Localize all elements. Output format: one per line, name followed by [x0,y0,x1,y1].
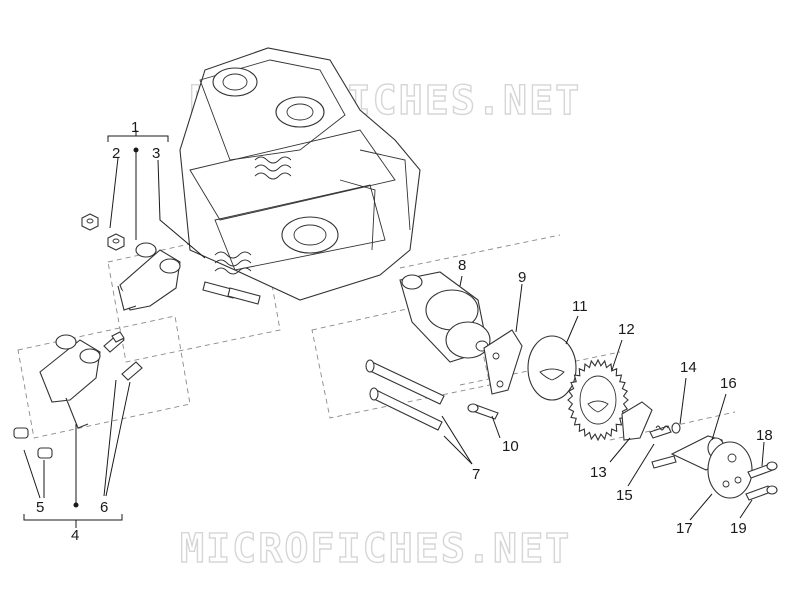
decompressor-weight [621,401,681,441]
callout-12: 12 [618,321,635,338]
callout-3: 3 [152,145,160,162]
callout-labels: 1 2 3 4 5 6 7 8 9 10 11 12 13 14 15 16 1… [36,119,773,544]
leader-lines [23,130,765,528]
watermark-bottom: MICROFICHES.NET [180,526,571,572]
cylinder-head [179,47,421,305]
callout-18: 18 [756,427,773,444]
callout-5: 5 [36,499,44,516]
callout-2: 2 [112,145,120,162]
callout-16: 16 [720,375,737,392]
small-pins [13,331,143,459]
callout-4: 4 [71,527,79,544]
nut-parts [81,213,125,251]
callout-11: 11 [572,298,588,315]
rocker-arm-upper [117,242,181,311]
callout-10: 10 [502,438,519,455]
rocker-shafts [365,359,445,431]
cam-plate [527,335,577,401]
callout-7: 7 [472,466,480,483]
bolts-18-19 [745,461,778,501]
callout-13: 13 [590,464,607,481]
rocker-arm-lower [39,334,101,429]
callout-9: 9 [518,269,526,286]
cam-sprocket [567,358,629,442]
callout-1: 1 [131,119,139,136]
callout-8: 8 [458,257,466,274]
camshaft [399,271,491,363]
callout-19: 19 [730,520,747,537]
callout-15: 15 [616,487,633,504]
bolt-10 [467,403,499,420]
callout-14: 14 [680,359,697,376]
callout-6: 6 [100,499,108,516]
disc-17 [707,441,753,499]
decompressor-plate [483,329,523,395]
callout-17: 17 [676,520,693,537]
